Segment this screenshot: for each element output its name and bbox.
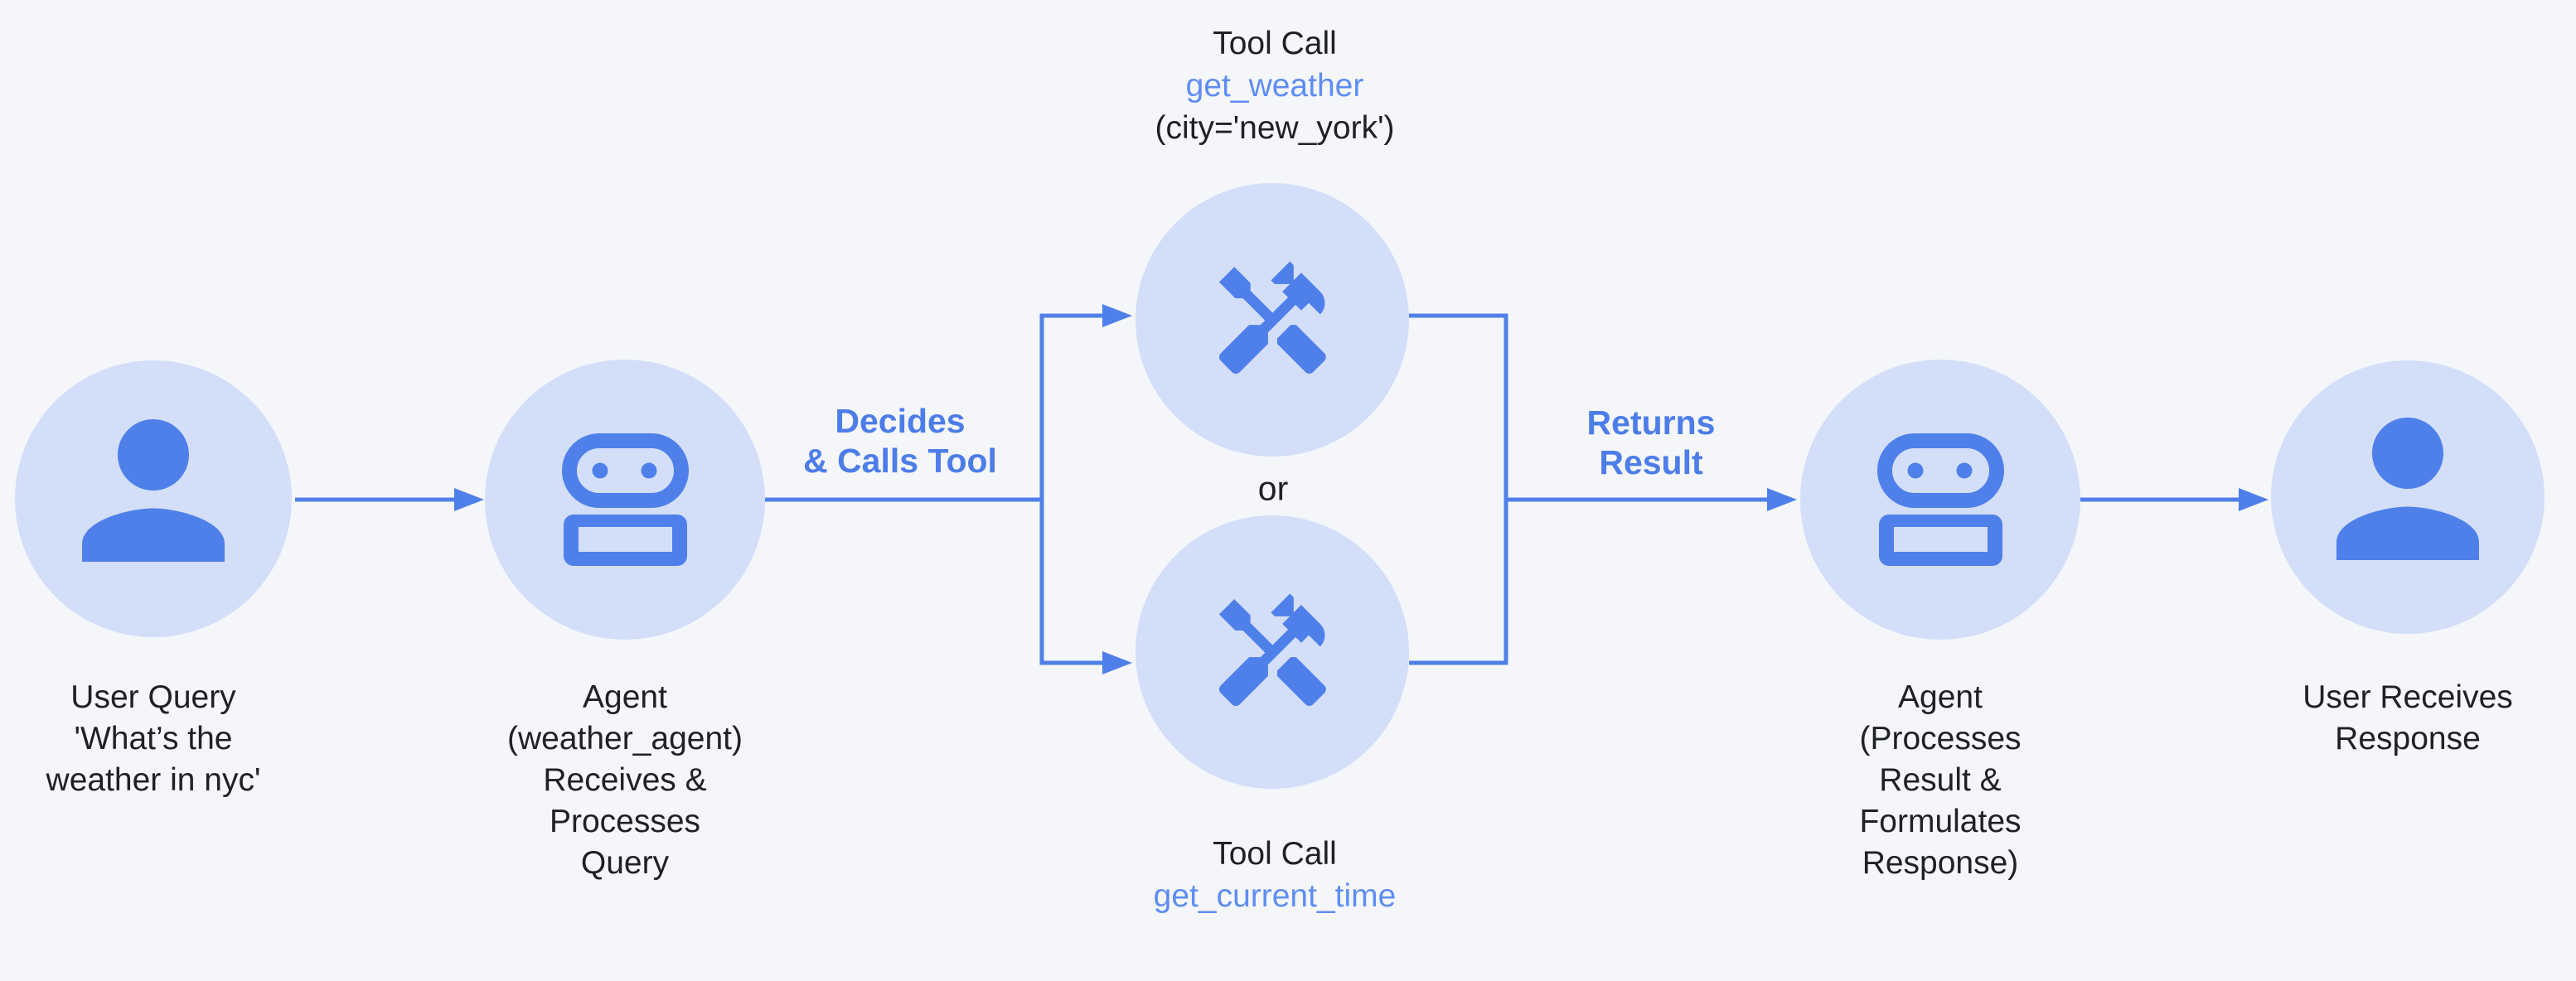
handyman-icon xyxy=(1218,260,1326,374)
label-line: Receives & xyxy=(543,762,707,798)
label-line: (Processes xyxy=(1859,721,2022,756)
user-start-label: User Query 'What’s the weather in nyc' xyxy=(46,677,261,801)
label-line: Agent xyxy=(1898,679,1983,715)
tool-function-args: (city='new_york') xyxy=(1155,110,1395,146)
node-tool-time xyxy=(1135,515,1409,789)
label-line: Query xyxy=(580,845,670,881)
label-line: weather in nyc' xyxy=(46,762,261,798)
label-line: Tool Call xyxy=(1213,26,1337,61)
agent-receive-label: Agent (weather_agent) Receives & Process… xyxy=(507,677,743,884)
robot-icon xyxy=(561,433,689,566)
tool-time-label: Tool Call get_current_time xyxy=(1154,833,1397,917)
person-icon xyxy=(82,419,225,562)
arrow-user-to-agent xyxy=(295,488,484,511)
label-line: Processes xyxy=(549,804,701,839)
handyman-icon xyxy=(1218,592,1326,706)
line-agent-to-branch xyxy=(763,313,1044,665)
label-line: Tool Call xyxy=(1213,836,1337,872)
tool-function-name: get_weather xyxy=(1185,68,1364,104)
node-agent-receive xyxy=(485,360,765,640)
label-line: 'What’s the xyxy=(74,721,233,756)
node-agent-respond xyxy=(1800,360,2080,640)
label-line: Result xyxy=(1599,443,1703,481)
returns-result-label: Returns Result xyxy=(1587,403,1716,482)
label-line: & Calls Tool xyxy=(803,442,997,480)
tool-weather-label: Tool Call get_weather (city='new_york') xyxy=(1155,22,1394,149)
arrow-branch-to-tool-time xyxy=(1042,651,1132,674)
arrow-branch-to-tool-weather xyxy=(1042,304,1132,327)
label-line: Response) xyxy=(1862,845,2019,881)
label-line: User Receives xyxy=(2302,679,2513,715)
label-line: Response xyxy=(2335,721,2481,756)
node-user-end xyxy=(2271,360,2545,634)
node-tool-weather xyxy=(1135,183,1409,457)
line-tools-to-merge xyxy=(1409,313,1508,665)
arrow-merge-to-agent xyxy=(1506,488,1797,511)
agent-respond-label: Agent (Processes Result & Formulates Res… xyxy=(1859,677,2021,884)
user-end-label: User Receives Response xyxy=(2302,677,2513,760)
label-line: Decides xyxy=(835,402,966,440)
person-icon xyxy=(2336,418,2479,560)
label-line: Agent xyxy=(583,679,667,715)
label-line: Returns xyxy=(1586,404,1716,442)
label-line: Formulates xyxy=(1859,804,2022,839)
tool-function-name: get_current_time xyxy=(1153,878,1397,914)
arrow-agent-to-user xyxy=(2080,488,2269,511)
or-label: or xyxy=(1257,469,1289,508)
node-user-start xyxy=(15,360,292,637)
label-line: User Query xyxy=(70,679,236,715)
label-line: Result & xyxy=(1879,762,2002,798)
robot-icon xyxy=(1876,433,2004,566)
label-line: (weather_agent) xyxy=(506,721,743,756)
decides-calls-tool-label: Decides & Calls Tool xyxy=(803,401,997,481)
